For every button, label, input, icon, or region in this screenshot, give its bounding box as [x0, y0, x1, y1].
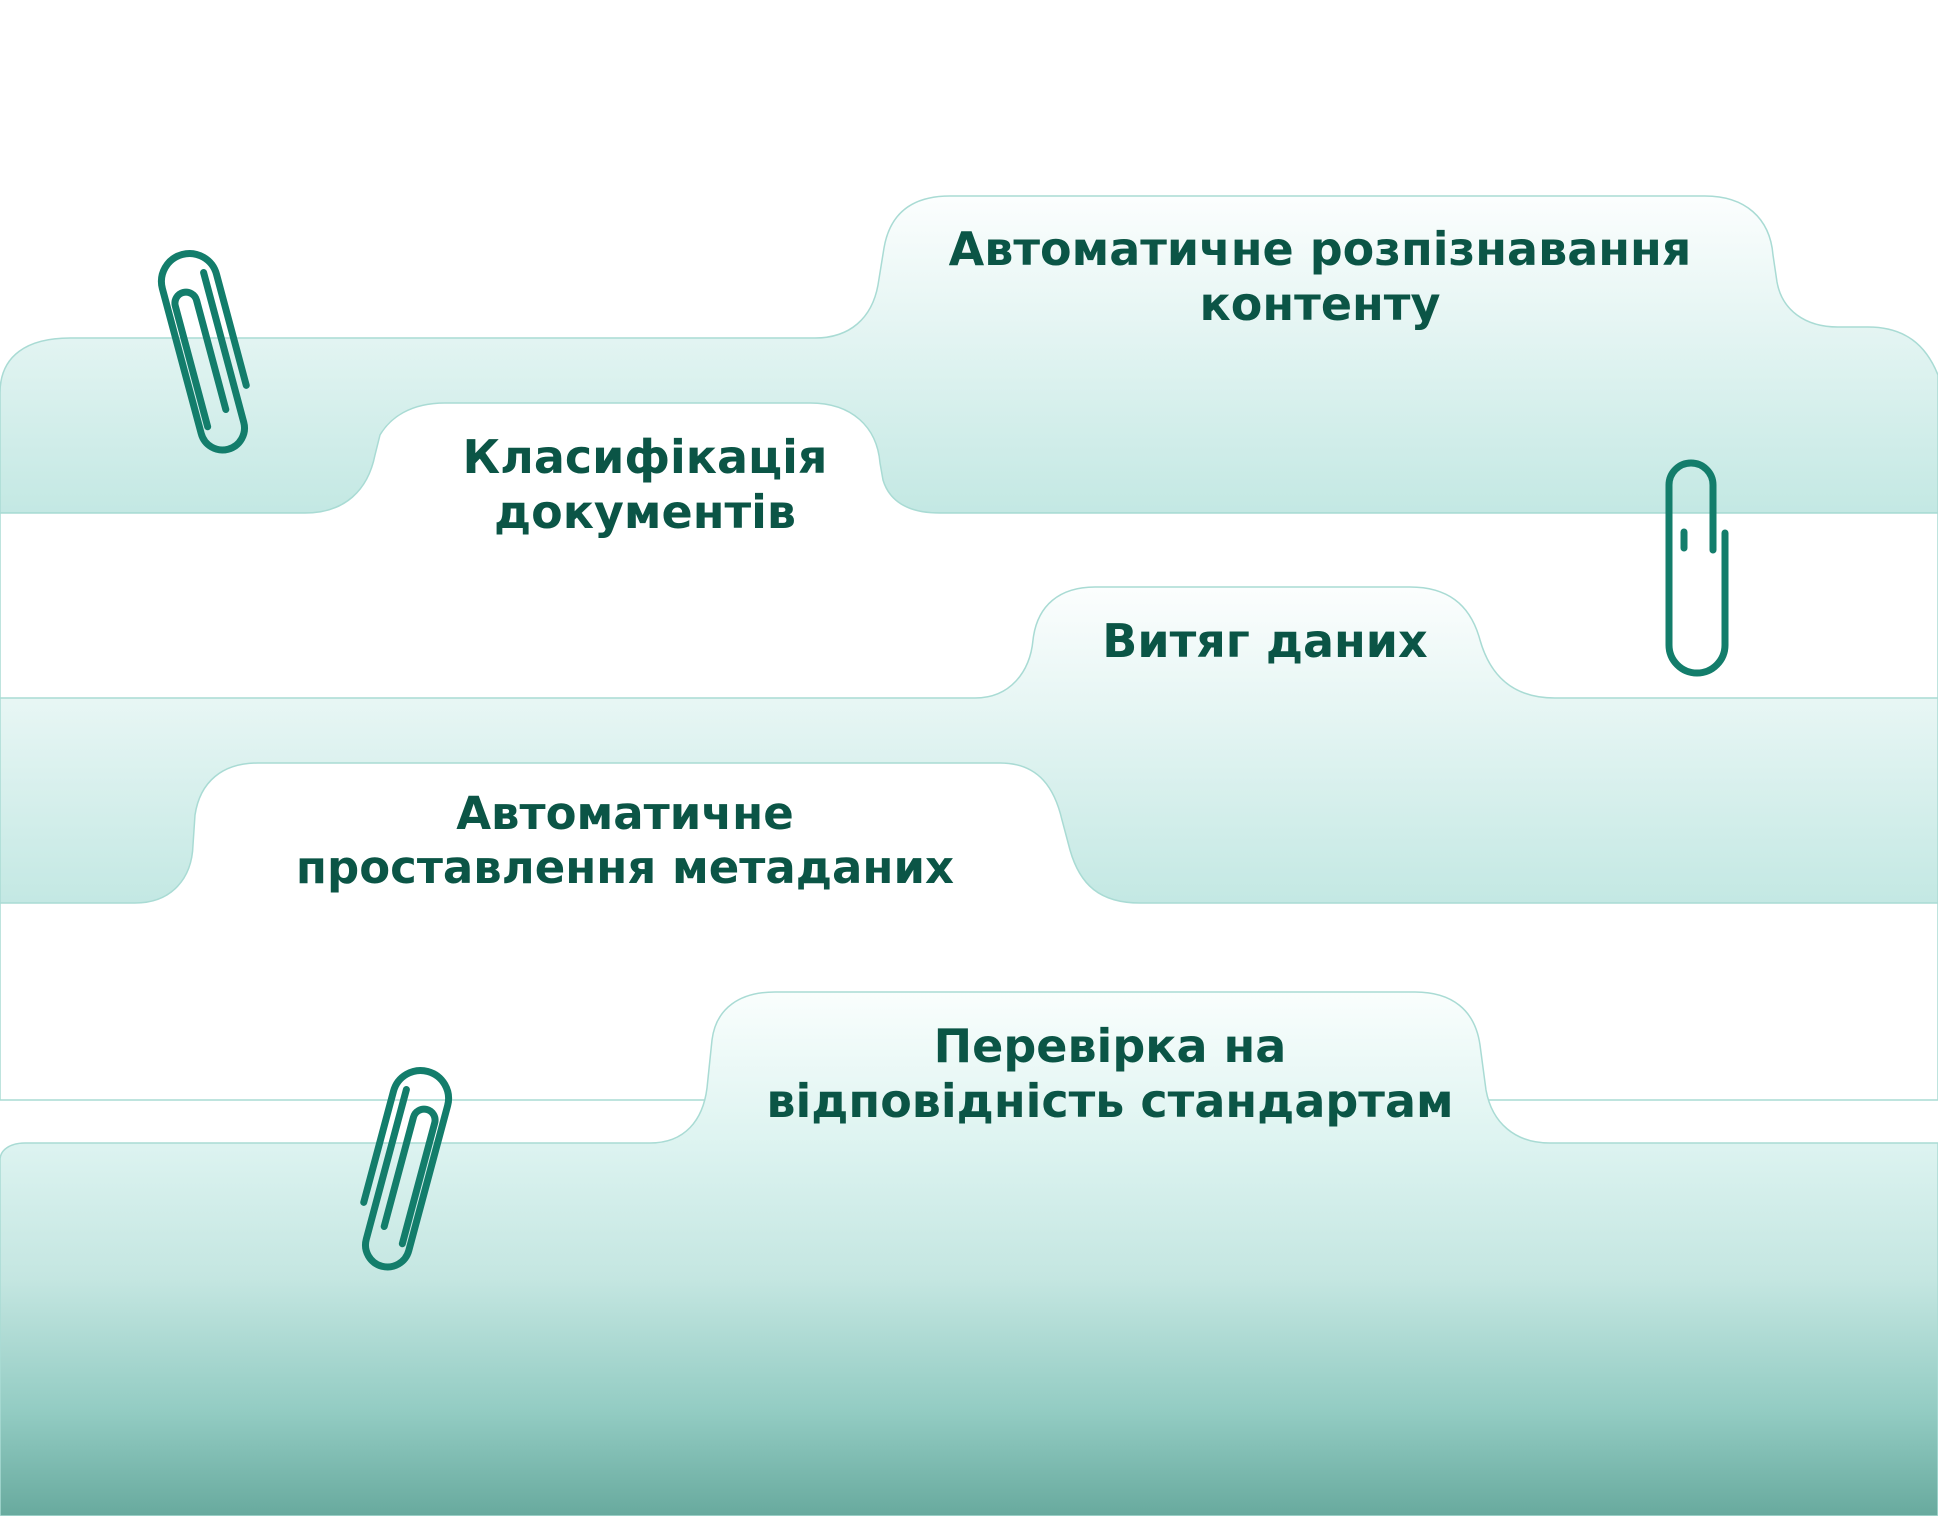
tab-label-content-recognition: Автоматичне розпізнавання контенту	[905, 222, 1735, 332]
paperclip-icon	[1665, 459, 1729, 677]
paperclip-icon	[157, 250, 250, 454]
tab-label-line: Витяг даних	[1102, 614, 1428, 668]
tab-label-data-extraction: Витяг даних	[1040, 614, 1490, 669]
tab-label-line: відповідність стандартам	[766, 1074, 1454, 1129]
tab-label-line: Автоматичне	[456, 787, 794, 840]
paperclip-icon	[360, 1067, 453, 1271]
tab-label-line: проставлення метаданих	[295, 841, 955, 894]
tab-label-classification: Класифікація документів	[395, 430, 895, 540]
tab-label-line: Перевірка на	[933, 1019, 1287, 1073]
tab-label-line: документів	[493, 485, 797, 540]
tab-label-line: Автоматичне розпізнавання	[948, 222, 1692, 276]
tab-label-line: контенту	[1199, 277, 1441, 332]
tab-label-compliance-check: Перевірка на відповідність стандартам	[720, 1019, 1500, 1129]
folder-5	[0, 991, 1938, 1517]
tab-label-metadata-tagging: Автоматичне проставлення метаданих	[245, 787, 1005, 895]
tab-label-line: Класифікація	[462, 430, 828, 484]
